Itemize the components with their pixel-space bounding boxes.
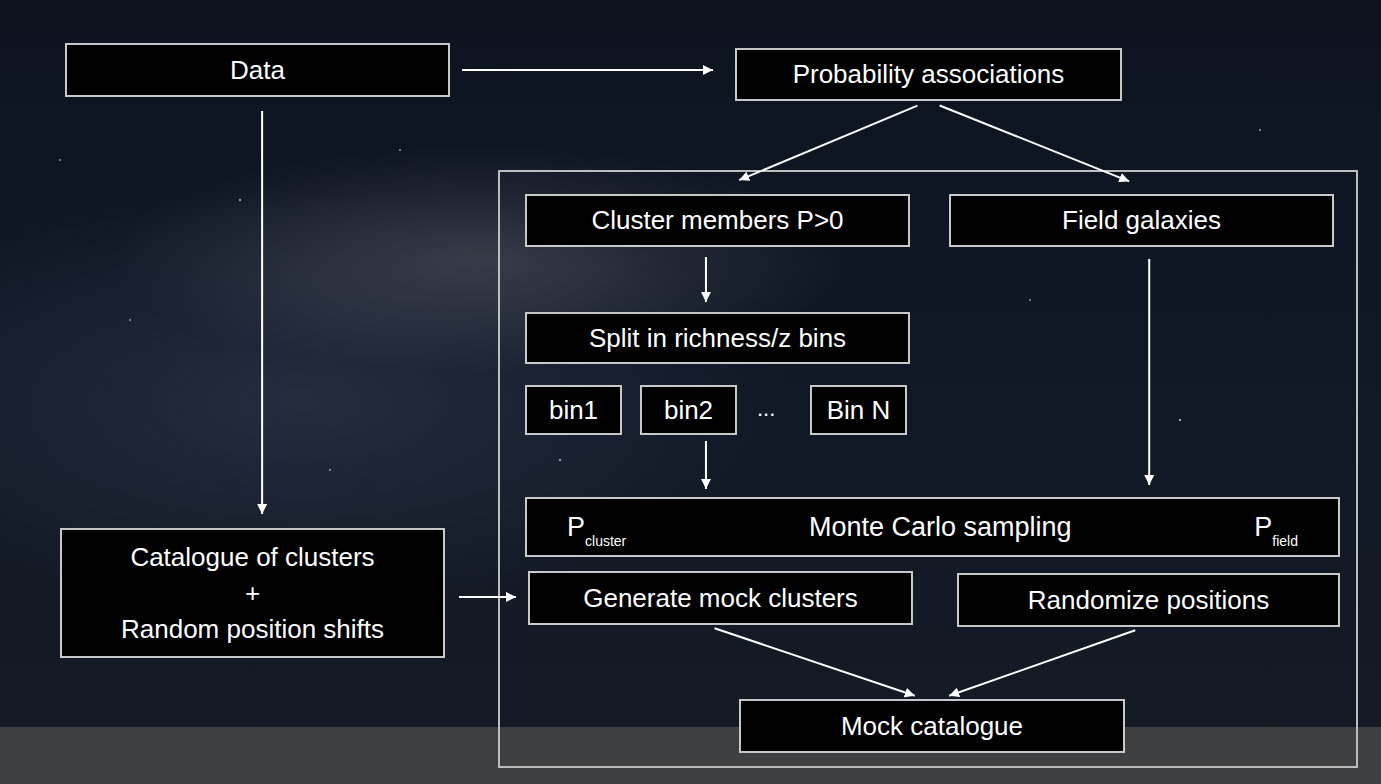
flow-arrow xyxy=(459,596,516,598)
process-box: Randomize positions xyxy=(957,573,1340,627)
process-box: Bin N xyxy=(810,385,907,435)
box-label: Random position shifts xyxy=(121,611,384,647)
ellipsis-label: ... xyxy=(757,396,775,422)
box-label: Probability associations xyxy=(793,59,1065,90)
box-label: Cluster members P>0 xyxy=(591,205,843,236)
probability-symbol: P xyxy=(1254,512,1272,542)
box-label: Generate mock clusters xyxy=(583,583,858,614)
box-label: Split in richness/z bins xyxy=(589,323,846,354)
flow-arrow xyxy=(739,106,917,180)
process-box: Field galaxies xyxy=(949,194,1334,247)
box-label: + xyxy=(245,575,260,611)
flow-arrow xyxy=(462,69,713,71)
flow-arrow xyxy=(261,111,263,514)
probability-subscript: field xyxy=(1272,533,1298,549)
box-label: Monte Carlo sampling xyxy=(809,512,1072,543)
process-box: Cluster members P>0 xyxy=(525,194,910,247)
box-label: bin1 xyxy=(549,395,598,426)
probability-symbol: P xyxy=(567,512,585,542)
probability-label: Pcluster xyxy=(567,512,626,543)
box-label: bin2 xyxy=(664,395,713,426)
box-label: Field galaxies xyxy=(1062,205,1221,236)
bottom-band xyxy=(0,727,1381,784)
flow-arrow xyxy=(940,105,1130,181)
process-box: Mock catalogue xyxy=(739,699,1125,753)
flow-arrow xyxy=(705,257,707,302)
container-frame xyxy=(498,170,1358,768)
process-box: bin2 xyxy=(640,385,737,435)
box-label: Mock catalogue xyxy=(841,711,1023,742)
flow-arrow xyxy=(715,628,915,696)
process-box: Generate mock clusters xyxy=(528,571,913,625)
process-box: Pcluster Monte Carlo sampling Pfield xyxy=(525,497,1340,557)
flow-arrow xyxy=(705,441,707,489)
probability-label: Pfield xyxy=(1254,512,1298,543)
probability-subscript: cluster xyxy=(585,533,626,549)
box-label: Catalogue of clusters xyxy=(130,539,374,575)
process-box: Data xyxy=(65,43,450,97)
box-label: Bin N xyxy=(827,395,891,426)
flow-arrow xyxy=(949,630,1135,695)
process-box: Catalogue of clusters+Random position sh… xyxy=(60,528,445,658)
process-box: Split in richness/z bins xyxy=(525,312,910,364)
process-box: bin1 xyxy=(525,385,622,435)
flow-arrow xyxy=(1148,259,1150,485)
box-label: Data xyxy=(230,55,285,86)
box-label: Randomize positions xyxy=(1028,585,1269,616)
process-box: Probability associations xyxy=(735,48,1122,101)
